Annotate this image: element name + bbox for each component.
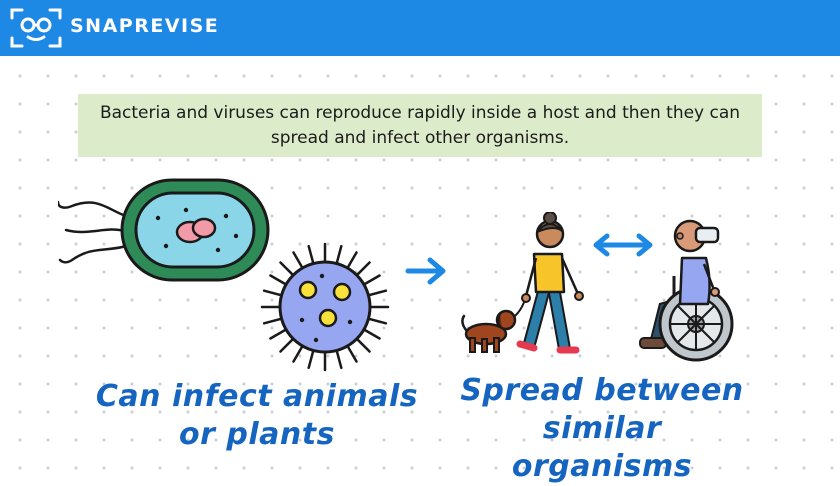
header-bar: SNAPREVISE xyxy=(0,0,840,56)
caption-infect-animals-plants: Can infect animals or plants xyxy=(95,379,419,452)
caption-spread-similar-organisms: Spread between similar organisms xyxy=(460,373,744,484)
double-arrow-icon xyxy=(593,233,653,257)
brand-name: SNAPREVISE xyxy=(70,15,220,37)
virus-icon xyxy=(260,242,390,372)
glasses-face-icon xyxy=(10,8,62,48)
arrow-right-icon xyxy=(405,257,446,285)
bacterium-icon xyxy=(58,178,270,282)
person-walking-dog-icon xyxy=(461,212,584,354)
info-banner: Bacteria and viruses can reproduce rapid… xyxy=(78,94,762,157)
wheelchair-user-icon xyxy=(639,219,734,362)
